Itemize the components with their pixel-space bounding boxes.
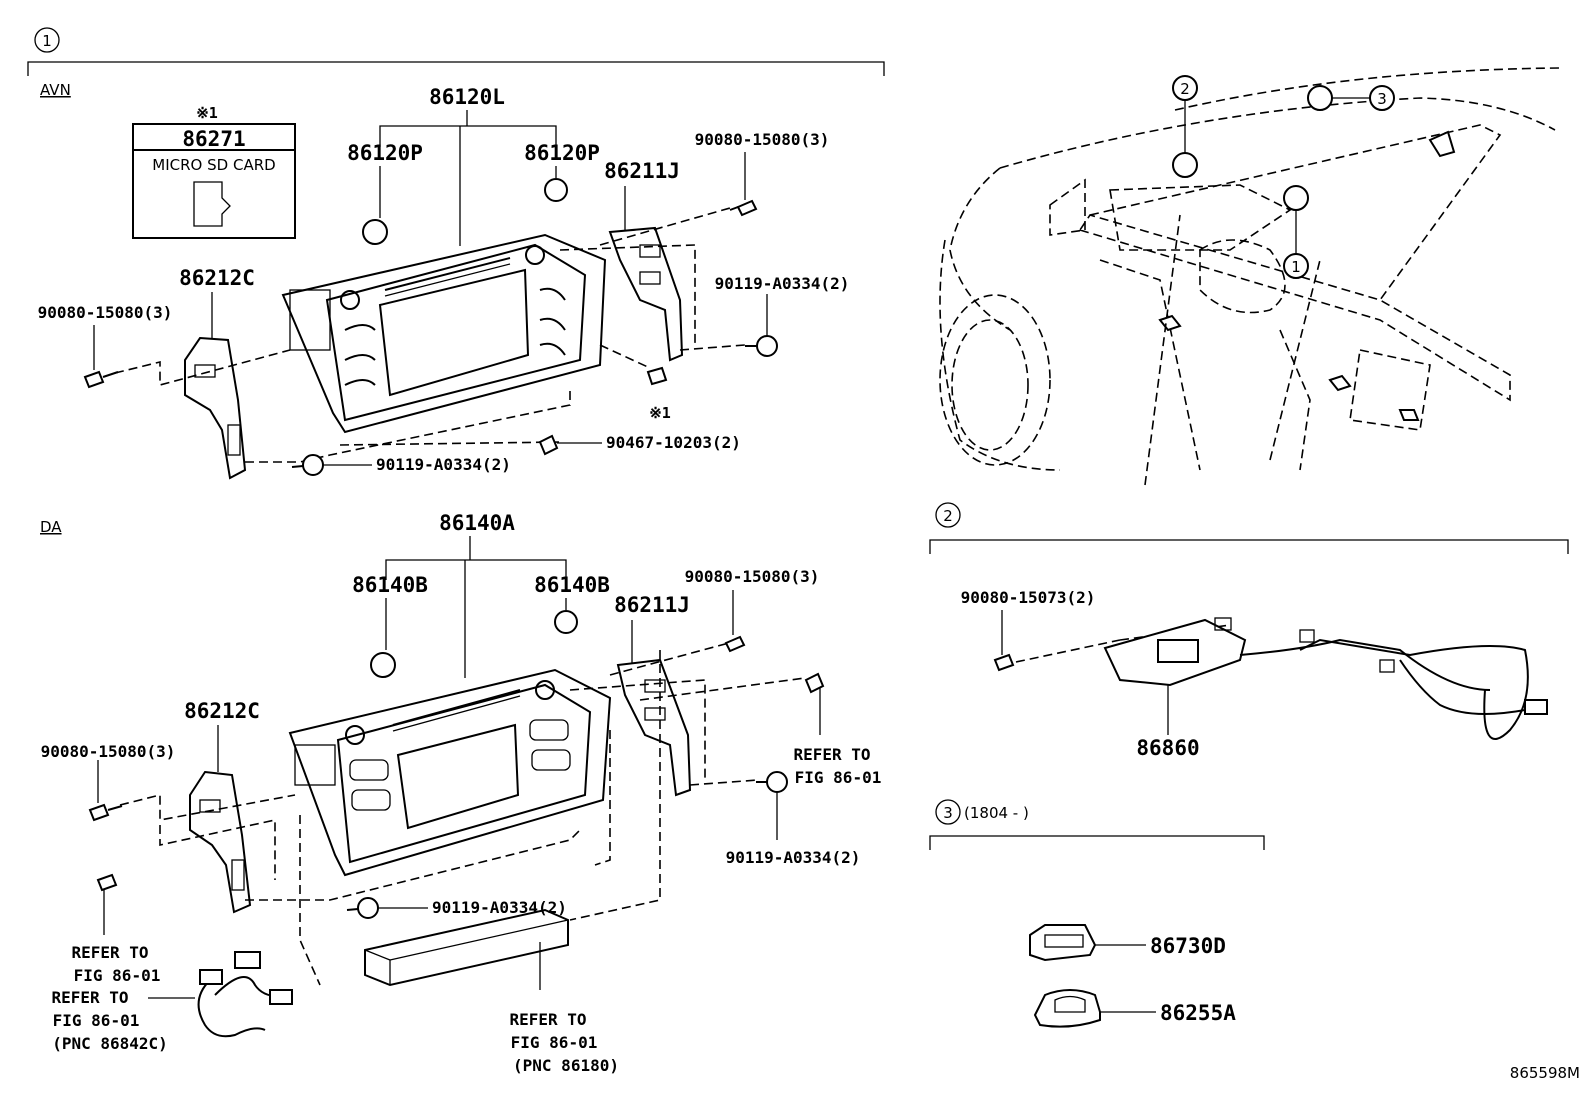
section-3: 3 (1804 - ) 86730D 86255A [929, 799, 1265, 1028]
s2-bolt-icon [993, 653, 1015, 672]
sd-card-icon [193, 181, 231, 227]
vehicle-marker-2-location [1172, 152, 1198, 178]
da-bolt-top-right-icon [724, 635, 746, 653]
avn-knob-left-icon [362, 219, 388, 245]
avn-bolt-top-right-icon [729, 199, 758, 217]
da-diagram: 86140A 86140B 86140B 86211J 8621 [41, 511, 882, 1075]
vehicle-marker-1: 1 [1291, 258, 1301, 276]
avn-knob-right-icon [544, 178, 568, 202]
da-knob-right-icon [554, 610, 578, 634]
avn-head-unit [281, 233, 607, 434]
da-refer-right-2: FIG 86-01 [795, 768, 882, 787]
da-bracket-left-label: 86212C [184, 699, 260, 723]
avn-knob-left-label: 86120P [347, 141, 423, 165]
sd-part-number: 86271 [182, 127, 245, 151]
section-2: 2 90080-15073(2) 86860 [929, 502, 1569, 760]
da-refer-left-1: REFER TO [71, 943, 148, 962]
da-refer-bottom-1: REFER TO [509, 1010, 586, 1029]
s3-part1-label: 86730D [1150, 934, 1226, 958]
da-bolt-top-right-label: 90080-15080(3) [685, 567, 820, 586]
da-refer-harness-1: REFER TO [51, 988, 128, 1007]
da-label: DA [40, 518, 62, 536]
vehicle-view: 2 3 1 [939, 67, 1561, 486]
da-refer-left-2: FIG 86-01 [74, 966, 161, 985]
avn-screw-label: 90467-10203(2) [606, 433, 741, 452]
avn-nut-right-label: 90119-A0334(2) [715, 274, 850, 293]
da-module-icon [364, 908, 569, 987]
avn-bracket-right-label: 86211J [604, 159, 680, 183]
da-refer-bottom-3: (PNC 86180) [513, 1056, 619, 1075]
da-nut-bottom-label: 90119-A0334(2) [432, 898, 567, 917]
avn-bolt-left-icon [83, 370, 119, 389]
vehicle-marker-1-location [1283, 185, 1309, 211]
antenna-unit-icon [1103, 617, 1548, 740]
da-knob-right-label: 86140B [534, 573, 610, 597]
section-2-marker: 2 [943, 507, 953, 525]
vehicle-marker-2: 2 [1180, 80, 1190, 98]
da-bolt-left-icon [88, 803, 123, 822]
da-nut-right-icon [756, 771, 788, 793]
s3-part2-label: 86255A [1160, 1001, 1236, 1025]
avn-bolt-top-right-label: 90080-15080(3) [695, 130, 830, 149]
da-bracket-right-icon [616, 658, 692, 797]
avn-label: AVN [40, 81, 71, 99]
avn-bracket-left-icon [184, 336, 247, 480]
avn-note-mark: ※1 [649, 404, 671, 422]
da-refer-right-1: REFER TO [793, 745, 870, 764]
sd-note: ※1 [196, 104, 218, 122]
da-refer-harness-2: FIG 86-01 [53, 1011, 140, 1030]
da-refer-harness-3: (PNC 86842C) [52, 1034, 168, 1053]
avn-screw-icon [538, 434, 559, 456]
da-refer-bolt-icon [804, 672, 825, 694]
avn-main-label: 86120L [429, 85, 505, 109]
da-knob-left-label: 86140B [352, 573, 428, 597]
section-1-header: 1 AVN DA [27, 27, 885, 536]
avn-bracket-right-icon [608, 226, 684, 362]
da-refer-left-bolt-icon [96, 873, 118, 892]
section-3-note: (1804 - ) [964, 804, 1029, 822]
vehicle-marker-3-location [1307, 85, 1333, 111]
da-head-unit [288, 668, 612, 877]
da-bracket-right-label: 86211J [614, 593, 690, 617]
avn-nut-bottom-icon [291, 454, 324, 476]
avn-diagram: ※1 86271 MICRO SD CARD 86120L 86120P 861… [38, 85, 850, 480]
avn-bolt-left-label: 90080-15080(3) [38, 303, 173, 322]
section-1-marker: 1 [42, 32, 52, 50]
section-3-marker: 3 [943, 804, 953, 822]
avn-nut-bottom-label: 90119-A0334(2) [376, 455, 511, 474]
avn-bracket-left-label: 86212C [179, 266, 255, 290]
da-bracket-left-icon [189, 770, 252, 914]
sd-caption: MICRO SD CARD [152, 156, 275, 174]
s2-antenna-label: 86860 [1136, 736, 1199, 760]
part-86730d-icon [1029, 924, 1097, 962]
part-86255a-icon [1033, 989, 1101, 1028]
vehicle-marker-3: 3 [1377, 90, 1387, 108]
micro-sd-card-box: ※1 86271 MICRO SD CARD [132, 104, 296, 239]
da-bolt-left-label: 90080-15080(3) [41, 742, 176, 761]
diagram-id: 865598M [1510, 1064, 1580, 1082]
avn-nut-right-icon [745, 335, 778, 357]
da-nut-right-label: 90119-A0334(2) [726, 848, 861, 867]
da-harness-icon [197, 951, 293, 1038]
avn-knob-right-label: 86120P [524, 141, 600, 165]
da-knob-left-icon [370, 652, 396, 678]
da-main-label: 86140A [439, 511, 515, 535]
da-nut-bottom-icon [346, 897, 379, 919]
da-refer-bottom-2: FIG 86-01 [511, 1033, 598, 1052]
s2-bolt-label: 90080-15073(2) [961, 588, 1096, 607]
sd-slot-icon [646, 366, 668, 386]
